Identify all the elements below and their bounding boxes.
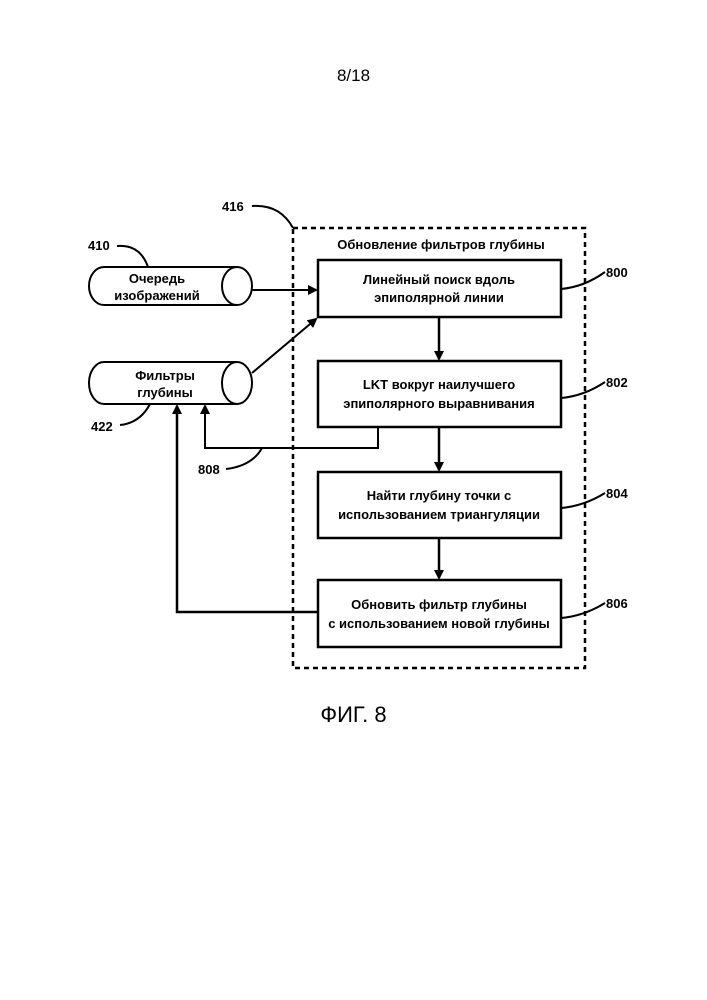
ref-leader-802 bbox=[561, 382, 605, 398]
step-label-line2: эпиполярного выравнивания bbox=[343, 396, 534, 411]
ref-leader-806 bbox=[561, 603, 605, 618]
ref-leader-800 bbox=[561, 272, 605, 289]
step-label-line1: LKT вокруг наилучшего bbox=[363, 377, 515, 392]
step-label-line2: эпиполярной линии bbox=[374, 290, 504, 305]
arrow-depth-filters-to-800 bbox=[252, 319, 316, 373]
queue-label-line2: глубины bbox=[137, 385, 192, 400]
ref-label-806: 806 bbox=[606, 596, 628, 611]
ref-label-416: 416 bbox=[222, 199, 244, 214]
ref-label-804: 804 bbox=[606, 486, 628, 501]
queue-label-line1: Очередь bbox=[129, 271, 185, 286]
step-label-line2: использованием триангуляции bbox=[338, 507, 540, 522]
ref-leader-804 bbox=[561, 493, 605, 508]
ref-label-410: 410 bbox=[88, 238, 110, 253]
ref-leader-422 bbox=[120, 404, 150, 425]
step-linear-search: Линейный поиск вдоль эпиполярной линии bbox=[318, 260, 561, 317]
ref-label-808: 808 bbox=[198, 462, 220, 477]
queue-depth-filters: Фильтры глубины bbox=[89, 362, 252, 404]
queue-image-queue: Очередь изображений bbox=[89, 267, 252, 305]
figure-caption: ФИГ. 8 bbox=[0, 702, 707, 728]
ref-label-422: 422 bbox=[91, 419, 113, 434]
queue-label-line2: изображений bbox=[114, 288, 199, 303]
ref-leader-410 bbox=[117, 246, 148, 267]
ref-label-800: 800 bbox=[606, 265, 628, 280]
queue-label-line1: Фильтры bbox=[135, 368, 195, 383]
arrow-806-to-depth-filters bbox=[177, 406, 318, 612]
ref-label-802: 802 bbox=[606, 375, 628, 390]
step-update-filter: Обновить фильтр глубины с использованием… bbox=[318, 580, 561, 647]
step-label-line2: с использованием новой глубины bbox=[328, 616, 550, 631]
step-label-line1: Линейный поиск вдоль bbox=[363, 272, 515, 287]
step-triangulation: Найти глубину точки с использованием три… bbox=[318, 472, 561, 538]
ref-leader-416 bbox=[252, 206, 293, 228]
step-lkt-alignment: LKT вокруг наилучшего эпиполярного вырав… bbox=[318, 361, 561, 427]
step-label-line1: Найти глубину точки с bbox=[367, 488, 511, 503]
ref-leader-808 bbox=[226, 448, 262, 469]
group-title: Обновление фильтров глубины bbox=[337, 237, 544, 252]
step-label-line1: Обновить фильтр глубины bbox=[351, 597, 527, 612]
